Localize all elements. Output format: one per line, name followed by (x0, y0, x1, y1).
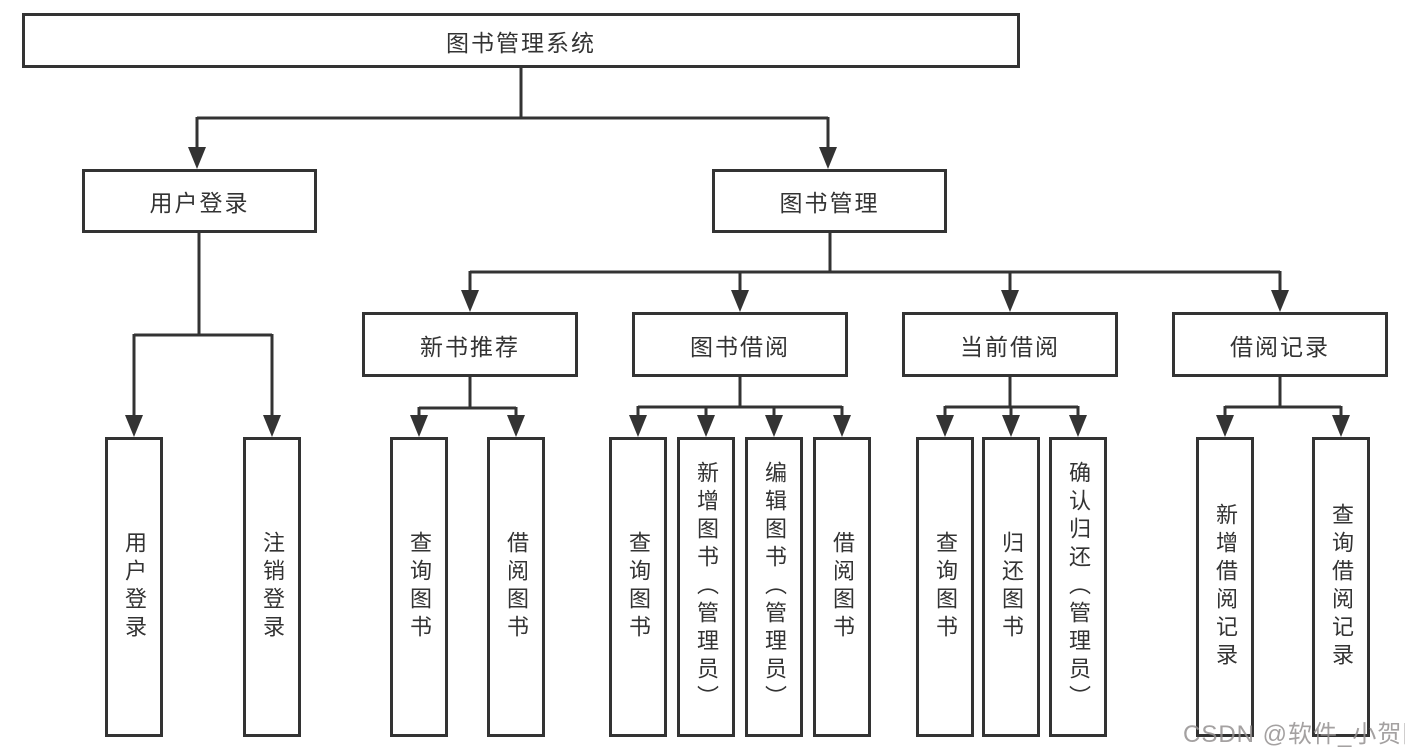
diagram-node-borrowing-records: 借阅记录 (1172, 312, 1388, 377)
diagram-node-book-management-branch: 图书管理 (712, 169, 947, 233)
node-label: 新增图书（管理员） (694, 461, 719, 713)
node-label: 图书管理 (779, 190, 880, 216)
node-label: 图书借阅 (690, 333, 790, 360)
diagram-leaf-query-books-recommend: 查询图书 (390, 437, 448, 737)
node-label: 新增借阅记录 (1213, 503, 1238, 671)
node-label: 图书管理系统 (446, 29, 596, 56)
diagram-leaf-logout: 注销登录 (243, 437, 301, 737)
node-label: 新书推荐 (420, 333, 520, 360)
diagram-node-book-borrowing: 图书借阅 (632, 312, 848, 377)
node-label: 借阅图书 (504, 531, 529, 643)
node-label: 借阅记录 (1230, 333, 1330, 360)
diagram-leaf-confirm-return-admin: 确认归还（管理员） (1049, 437, 1107, 737)
node-label: 查询借阅记录 (1329, 503, 1354, 671)
node-label: 编辑图书（管理员） (762, 461, 787, 713)
diagram-node-current-borrowing: 当前借阅 (902, 312, 1118, 377)
diagram-node-library-management-system: 图书管理系统 (22, 13, 1020, 68)
diagram-leaf-add-borrow-record: 新增借阅记录 (1196, 437, 1254, 737)
diagram-leaf-edit-books-admin: 编辑图书（管理员） (745, 437, 803, 737)
node-label: 用户登录 (149, 190, 250, 216)
node-label: 查询图书 (407, 531, 432, 643)
node-label: 用户登录 (122, 531, 147, 643)
diagram-node-user-login-branch: 用户登录 (82, 169, 317, 233)
node-label: 查询图书 (626, 531, 651, 643)
diagram-leaf-query-books-borrowing: 查询图书 (609, 437, 667, 737)
diagram-leaf-query-books-current: 查询图书 (916, 437, 974, 737)
node-label: 借阅图书 (830, 531, 855, 643)
arrowheads (125, 147, 1350, 437)
node-label: 当前借阅 (960, 333, 1060, 360)
node-label: 注销登录 (260, 531, 285, 643)
diagram-leaf-user-login: 用户登录 (105, 437, 163, 737)
diagram-node-new-book-recommend: 新书推荐 (362, 312, 578, 377)
node-label: 确认归还（管理员） (1066, 461, 1091, 713)
node-label: 归还图书 (999, 531, 1024, 643)
node-label: 查询图书 (933, 531, 958, 643)
diagram-leaf-return-books: 归还图书 (982, 437, 1040, 737)
diagram-leaf-add-books-admin: 新增图书（管理员） (677, 437, 735, 737)
csdn-watermark: CSDN @软件_小贺同学 (1183, 721, 1405, 747)
diagram-leaf-query-borrow-record: 查询借阅记录 (1312, 437, 1370, 737)
diagram-leaf-borrow-books: 借阅图书 (813, 437, 871, 737)
diagram-leaf-borrow-books-recommend: 借阅图书 (487, 437, 545, 737)
